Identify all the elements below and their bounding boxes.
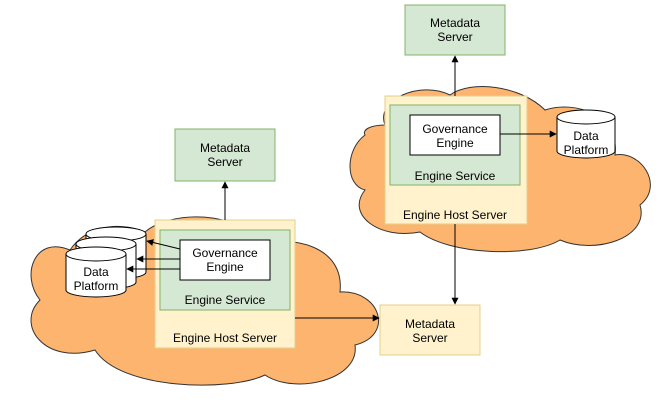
shared-metadata-server-label-2: Server [412,331,447,345]
right-governance-engine-label-1: Governance [422,122,488,136]
left-governance-engine-label-2: Engine [206,260,244,274]
left-engine-host-label: Engine Host Server [173,331,277,345]
left-data-platform-label-1: Data [83,265,109,279]
left-governance-engine-box [179,239,271,281]
left-governance-engine-label-1: Governance [192,246,258,260]
right-metadata-server-label-1: Metadata [430,16,480,30]
left-metadata-server-label-1: Metadata [200,141,250,155]
right-data-platform-label-2: Platform [564,143,609,157]
shared-metadata-server-box [379,304,481,356]
right-engine-service-label: Engine Service [415,169,496,183]
right-metadata-server-label-2: Server [437,30,472,44]
right-governance-engine-label-2: Engine [436,136,474,150]
left-engine-to-platform-arrow-1 [146,239,181,250]
left-metadata-server-label-2: Server [207,155,242,169]
left-engine-service-label: Engine Service [185,293,266,307]
shared-metadata-server-label-1: Metadata [405,317,455,331]
right-metadata-server-box [404,4,506,56]
right-data-platform-label-1: Data [573,129,599,143]
right-governance-engine-box [409,114,501,156]
right-engine-host-label: Engine Host Server [403,208,507,222]
left-data-platform-cylinder-front [65,246,127,298]
right-data-platform-cylinder [556,109,616,159]
left-metadata-server-box [174,128,276,182]
left-data-platform-label-2: Platform [74,279,119,293]
